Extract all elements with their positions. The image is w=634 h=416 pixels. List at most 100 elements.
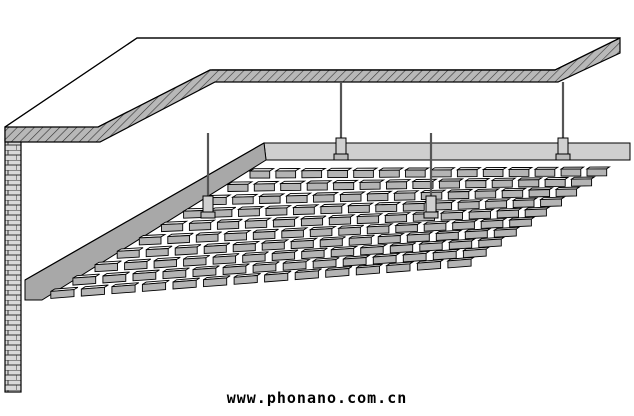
grid-bar-side [389,244,414,254]
grid-bar-side [478,238,502,248]
grid-bar-side [496,209,519,219]
grid-bar-side [544,178,566,188]
watermark-url: www.phonano.com.cn [226,389,408,407]
grid-bar-side [534,168,556,177]
grid-bar-side [309,228,333,238]
grid-bar-side [232,196,254,205]
grid-bar-side [301,249,325,260]
grid-bar-side [167,235,190,245]
grid-bar-side [342,257,367,267]
grid-bar-side [252,230,276,240]
grid-bar-side [172,279,197,290]
grid-bar-side [508,168,530,177]
grid-bar-side [447,191,470,200]
grid-bar-side [431,169,452,178]
grid-bar-side [493,228,517,238]
grid-bar-side [384,214,408,223]
grid-bar-side [457,201,480,210]
grid-bar-side [145,248,169,258]
grid-bar-side [468,210,491,220]
grid-bar-side [377,235,401,245]
grid-bar-side [586,168,608,177]
brick-wall [4,139,22,393]
grid-bar-side [524,208,547,218]
grid-bar-side [328,216,352,226]
grid-bar-side [386,181,408,190]
grid-bar-side [366,192,389,202]
grid-bar-side [571,178,593,187]
grid-bar-side [203,244,227,254]
grid-bar-side [319,238,343,248]
hanger-bracket [333,153,349,161]
grid-bar-side [238,208,260,217]
grid-bar-side [518,179,540,188]
grid-bar-side [72,276,97,286]
grid-bar-side [482,169,504,178]
grid-bar-side [340,193,362,203]
grid-bar-side [111,284,136,295]
grid-bar-side [132,271,157,282]
grid-bar-side [405,169,426,178]
grid-bar-side [212,255,237,265]
grid-bar-side [232,243,256,253]
grid-bar-side [412,180,434,190]
grid-bar-side [465,180,487,189]
grid-bar-side [249,170,271,179]
grid-bar-side [360,246,384,256]
grid-bar-side [416,260,442,271]
grid-bar-side [244,219,268,229]
grid-bar-side [452,221,475,231]
grid-bar-side [402,252,427,263]
grid-bar-side [252,263,277,273]
grid-bar-side [259,195,281,204]
grid-bar-side [347,204,370,214]
grid-bar-side [261,241,285,251]
grid-bar-side [300,217,324,227]
grid-bar-side [474,190,497,199]
grid-bar-side [440,211,463,221]
grid-bar-side [124,260,148,271]
grid-bar-side [153,259,177,269]
grid-bar-side [286,194,308,204]
grid-bar-side [325,268,350,278]
grid-bar-side [141,282,167,292]
grid-bar-side [402,202,425,212]
grid-bar-side [509,218,532,228]
grid-bar-side [80,286,105,297]
grid-bar-side [102,273,127,284]
hanger-clip [557,137,569,157]
grid-bar-side [528,189,551,198]
grid-bar-side [275,170,297,179]
grid-bar-side [264,272,289,283]
hanger-rods [200,82,571,219]
grid-bar-side [161,223,184,233]
grid-bar-side [464,230,488,240]
grid-bar-side [290,239,314,250]
grid-bar-side [222,265,247,275]
grid-bar-side [320,205,343,215]
grid-bar-side [462,248,487,259]
hanger-clip [335,137,347,157]
grid-bar-side [393,192,416,201]
grid-bar-side [162,269,187,280]
grid-bar-side [419,242,443,252]
grid-bar-side [386,263,411,274]
grid-bar-side [456,169,478,178]
grid-bar-side [224,232,247,242]
grid-bar-side [116,249,140,259]
grid-bar-side [242,253,266,263]
grid-bar-side [94,262,118,273]
grid-bar-side [306,182,328,191]
grid-bar-side [271,251,296,261]
grid-bar-side [188,222,212,231]
grid-bar-side [216,220,240,230]
grid-bar-side [447,258,472,269]
hanger-clip [202,195,214,215]
grid-bar-side [353,169,374,178]
grid-bar-side [281,229,304,239]
grid-bar-side [480,219,504,229]
grid-bar-side [195,233,219,243]
grid-bar-side [448,240,473,250]
grid-bar-side [312,259,337,269]
grid-bar-side [253,183,275,192]
